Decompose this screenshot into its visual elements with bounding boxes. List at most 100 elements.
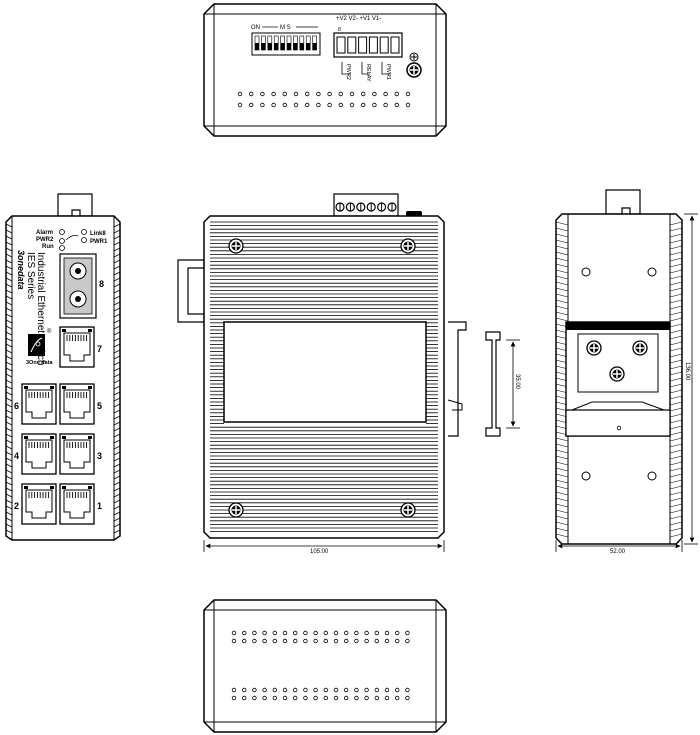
vent-hole-icon (313, 687, 318, 693)
rib-tooth (113, 367, 121, 372)
vent-hole-icon (252, 695, 257, 701)
port-number-1: 1 (97, 501, 102, 511)
rib-tooth (669, 263, 683, 268)
rib-tooth (669, 389, 683, 394)
dip-label-left: ON (251, 25, 260, 31)
rib-tooth (113, 361, 121, 366)
rib-tooth (113, 325, 121, 330)
rj45-led-icon (24, 436, 28, 439)
vent-hole-icon (383, 102, 388, 108)
rj45-led-icon (62, 329, 66, 332)
rj45-led-icon (24, 486, 28, 489)
vent-hole-icon (395, 630, 400, 636)
rib-tooth (555, 221, 569, 226)
vent-hole-icon (241, 687, 247, 693)
rib-tooth (113, 433, 121, 438)
rib-tooth (669, 533, 683, 538)
height-dim-value: 136.00 (684, 362, 690, 381)
rib-tooth (669, 359, 683, 364)
vent-hole-icon (282, 91, 287, 97)
rib-tooth (5, 325, 13, 330)
rib-tooth (669, 449, 683, 454)
rib-tooth (555, 473, 569, 478)
rib-tooth (113, 463, 121, 468)
rib-tooth (555, 227, 569, 232)
rib-tooth (669, 251, 683, 256)
vent-hole-icon (344, 695, 349, 701)
series-name: IES Series (25, 252, 36, 299)
rib-tooth (669, 335, 683, 340)
led-label-pwr1: PWR1 (90, 239, 108, 245)
vent-hole-icon (338, 102, 343, 108)
rib-tooth (669, 479, 683, 484)
rib-tooth (5, 499, 13, 504)
rib-tooth (5, 457, 13, 462)
vent-hole-icon (395, 638, 400, 644)
rib-tooth (5, 463, 13, 468)
vent-hole-icon (271, 91, 276, 97)
rj45-led-icon (88, 486, 92, 489)
fiber-core-rx-icon (75, 296, 81, 302)
rib-tooth (5, 223, 13, 228)
rib-tooth (113, 355, 121, 360)
rib-tooth (669, 383, 683, 388)
relay-label-1: PWR2 (345, 64, 351, 80)
vent-hole-icon (260, 102, 265, 108)
rib-tooth (5, 511, 13, 516)
dip-switch: ON M S (251, 25, 321, 56)
port-number-8: 8 (99, 279, 104, 289)
vent-hole-icon (282, 102, 287, 108)
vent-hole-icon (293, 638, 298, 644)
screw-icon-bottom-right (400, 502, 416, 518)
rib-tooth (113, 223, 121, 228)
port-number-2: 2 (14, 501, 19, 511)
vent-hole-icon (372, 91, 377, 97)
dip-label-mid: M S (280, 25, 291, 31)
rib-tooth (5, 421, 13, 426)
rib-tooth (669, 227, 683, 232)
rib-tooth (669, 437, 683, 442)
screw-icon-bottom-left (228, 502, 244, 518)
rib-tooth (555, 479, 569, 484)
rib-tooth (113, 373, 121, 378)
rib-tooth (5, 403, 13, 408)
rib-tooth (669, 341, 683, 346)
rj45-led-icon (62, 386, 66, 389)
rib-tooth (669, 257, 683, 262)
rib-tooth (555, 269, 569, 274)
product-name: Industrial Ethernet Switch (35, 252, 46, 365)
rib-tooth (5, 301, 13, 306)
vent-hole-icon (303, 695, 308, 701)
rib-tooth (555, 527, 569, 532)
vent-hole-icon (372, 102, 377, 108)
rib-tooth (5, 259, 13, 264)
rib-tooth (5, 505, 13, 510)
rib-tooth (113, 403, 121, 408)
led-label-link8: Link8 (90, 231, 106, 237)
vent-hole-icon (384, 638, 390, 644)
rib-tooth (113, 247, 121, 252)
vent-hole-icon (293, 687, 298, 693)
mount-hole-icon-tr (647, 267, 657, 277)
right-din-clip-latch (447, 399, 463, 411)
rib-tooth (669, 527, 683, 532)
rib-tooth (555, 515, 569, 520)
rib-tooth (669, 221, 683, 226)
rib-tooth (555, 497, 569, 502)
vent-hole-icon (262, 695, 267, 701)
rib-tooth (5, 523, 13, 528)
rib-tooth (113, 427, 121, 432)
relay-label-3: PWR1 (385, 64, 391, 80)
rib-tooth (555, 239, 569, 244)
port-number-4: 4 (14, 451, 19, 461)
vent-hole-icon (248, 91, 254, 97)
rib-tooth (669, 467, 683, 472)
clip-screw-icon-bottom (609, 366, 625, 382)
vent-hole-icon (293, 102, 299, 108)
back-din-clip (605, 189, 641, 215)
vent-hole-icon (364, 695, 369, 701)
vent-hole-icon (262, 638, 267, 644)
rib-tooth (669, 269, 683, 274)
vent-hole-icon (354, 687, 359, 693)
